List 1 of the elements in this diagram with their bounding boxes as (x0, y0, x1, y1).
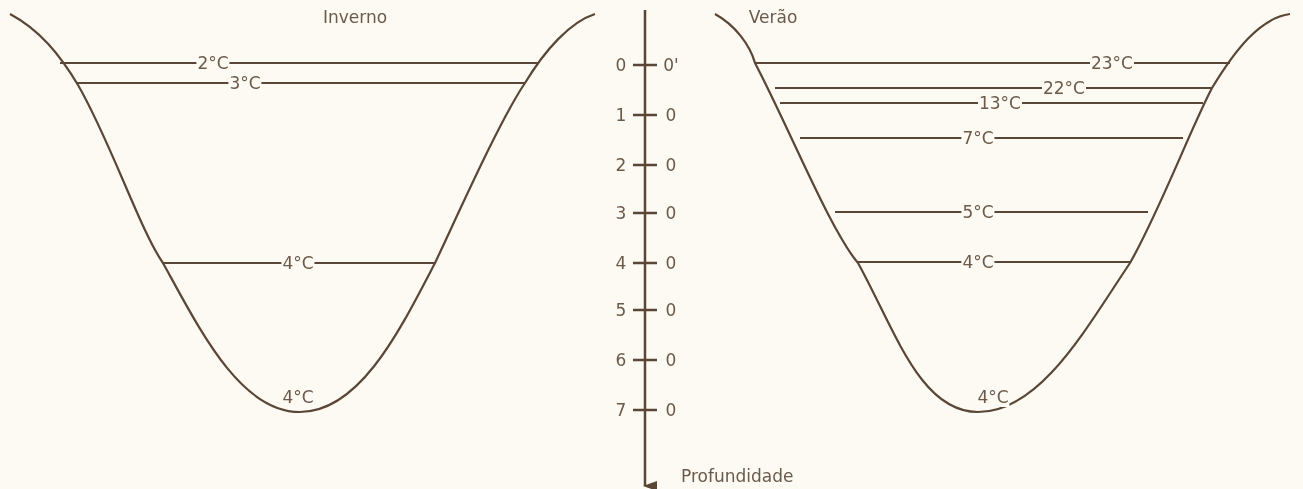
temperature-label: 4°C (976, 387, 1010, 407)
